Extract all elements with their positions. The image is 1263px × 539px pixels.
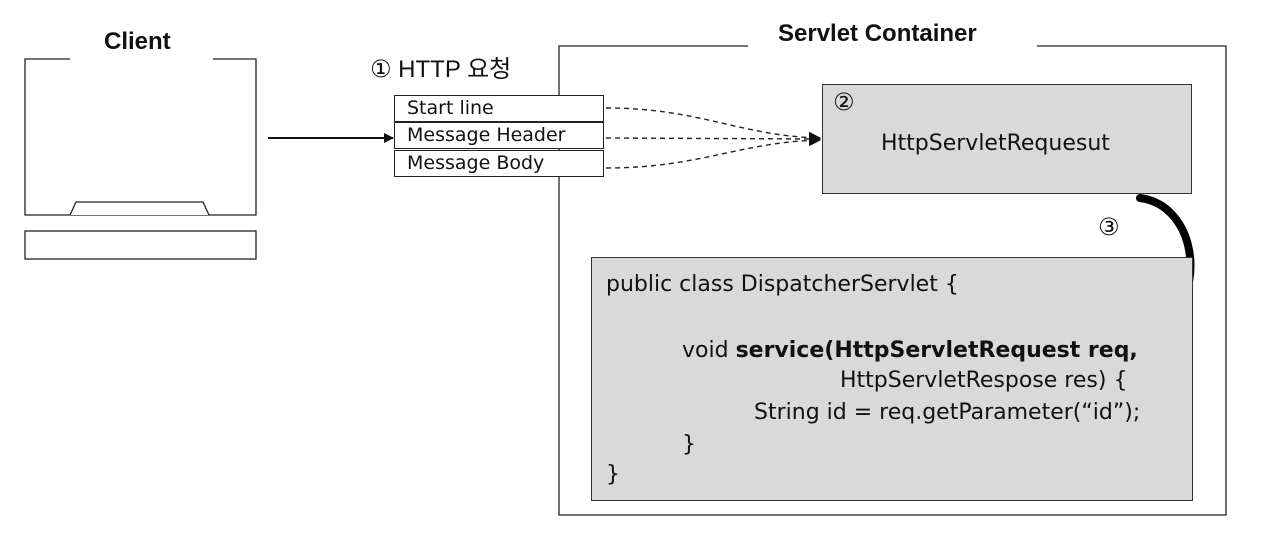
- dispatcher-servlet-code-box: public class DispatcherServlet { void se…: [591, 257, 1193, 501]
- client-monitor-stand: [69, 201, 210, 216]
- servlet-container-title: Servlet Container: [778, 20, 977, 47]
- step-2-number: ②: [833, 89, 855, 116]
- http-request-title: ① HTTP 요청: [370, 56, 512, 83]
- code-line-get-parameter: String id = req.getParameter(“id”);: [754, 400, 1141, 425]
- request-mapping-lines: [605, 107, 821, 169]
- client-computer-icon: [24, 58, 257, 260]
- client-keyboard-base: [24, 230, 257, 260]
- code-service-method: service(HttpServletRequest req,: [735, 338, 1138, 363]
- request-object-name: HttpServletRequesut: [881, 131, 1110, 156]
- code-void-keyword: void: [682, 338, 736, 363]
- code-line-class-close: }: [606, 462, 620, 487]
- http-servlet-request-box: ② HttpServletRequesut: [822, 84, 1192, 194]
- message-header-row: Message Header: [394, 122, 604, 149]
- code-line-class-decl: public class DispatcherServlet {: [606, 272, 959, 297]
- client-monitor-outline: [24, 58, 257, 216]
- client-title: Client: [104, 28, 171, 55]
- code-line-service-signature: void service(HttpServletRequest req,: [682, 340, 1138, 362]
- code-line-response-param: HttpServletRespose res) {: [840, 368, 1128, 393]
- start-line-row: Start line: [394, 95, 604, 122]
- code-line-method-close: }: [682, 432, 696, 457]
- step-3-number: ③: [1098, 214, 1120, 241]
- servlet-container-outline: [558, 45, 1227, 516]
- message-body-row: Message Body: [394, 150, 604, 177]
